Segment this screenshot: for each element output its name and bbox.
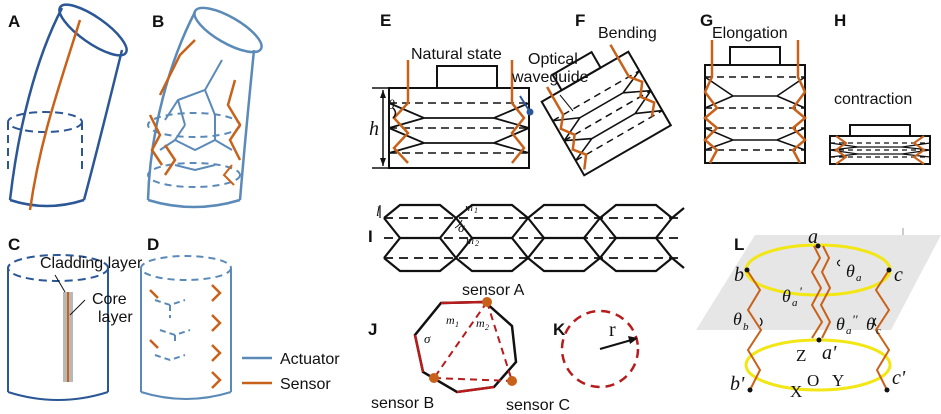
panel-k-diagram <box>560 309 640 389</box>
symbol-l: l <box>376 205 380 220</box>
panel-label-e: E <box>380 11 391 30</box>
symbol-theta-a-prime-sub: a <box>792 297 798 309</box>
panel-label-h: H <box>834 11 846 30</box>
symbol-point-b-prime: b' <box>730 373 745 395</box>
legend-actuator-label: Actuator <box>280 351 340 368</box>
panel-g-diagram <box>703 40 807 164</box>
origin-label: O <box>807 371 819 390</box>
label-elongation: Elongation <box>712 25 788 42</box>
panel-f-diagram <box>540 44 673 177</box>
panel-label-g: G <box>700 11 713 30</box>
panel-d-diagram <box>140 255 232 400</box>
symbol-theta-a-dprime-mark: '' <box>852 312 858 327</box>
axis-y-label: Y <box>832 371 844 390</box>
symbol-m1-j: m <box>446 313 455 327</box>
symbol-m2-i-sub: 2 <box>475 239 479 248</box>
panel-a-diagram <box>7 3 128 211</box>
label-core: Core <box>92 291 127 308</box>
symbol-sigma-i: σ <box>458 220 465 235</box>
label-sensor-c: sensor C <box>506 397 570 414</box>
panel-i-diagram <box>379 203 685 273</box>
symbol-theta-a-dprime: θ <box>836 314 845 334</box>
panel-label-a: A <box>8 12 20 31</box>
symbol-theta-a-prime-mark: ' <box>799 284 802 299</box>
symbol-point-a-prime: a' <box>822 342 837 364</box>
label-sensor-a: sensor A <box>462 282 525 299</box>
symbol-point-c: c <box>894 264 903 286</box>
axis-z-label: Z <box>796 346 806 365</box>
label-bending: Bending <box>598 25 657 42</box>
symbol-theta-a: θ <box>846 261 855 281</box>
label-waveguide: waveguide <box>511 69 589 86</box>
label-natural-state: Natural state <box>411 46 502 63</box>
symbol-m2-j: m <box>476 316 485 330</box>
symbol-m1-j-sub: 1 <box>455 320 459 329</box>
panel-j-diagram <box>413 297 518 394</box>
symbol-m1-i: m <box>465 202 473 214</box>
panel-label-l: L <box>734 235 744 254</box>
panel-label-k: K <box>553 320 566 339</box>
symbol-theta-a-sub: a <box>856 272 862 284</box>
symbol-point-a: a <box>808 226 818 248</box>
label-cladding-layer: Cladding layer <box>40 255 143 272</box>
symbol-m1-i-sub: 1 <box>474 206 478 215</box>
sensor-a-dot <box>482 297 492 307</box>
symbol-r: r <box>609 319 616 341</box>
label-core-layer: layer <box>98 309 133 326</box>
symbol-h: h <box>369 118 379 140</box>
panel-h-diagram <box>829 124 931 165</box>
panel-b-diagram <box>146 6 263 209</box>
symbol-m2-j-sub: 2 <box>485 323 489 332</box>
label-sensor-b: sensor B <box>371 395 434 412</box>
panel-label-b: B <box>152 12 164 31</box>
panel-c-diagram <box>7 254 109 401</box>
panel-e-diagram <box>372 60 534 169</box>
symbol-theta-c: θ <box>866 314 875 334</box>
panel-label-f: F <box>575 11 585 30</box>
axis-x-label: X <box>790 382 802 401</box>
panel-l-diagram <box>696 228 941 393</box>
symbol-theta-a-prime: θ <box>782 286 791 306</box>
symbol-m2-i: m <box>466 235 474 247</box>
symbol-point-c-prime: c' <box>892 367 906 389</box>
sensor-c-dot <box>507 376 517 386</box>
legend: Actuator Sensor <box>242 351 340 393</box>
panel-label-i: I <box>368 227 373 246</box>
symbol-sigma-j: σ <box>424 331 431 346</box>
panel-label-d: D <box>147 235 159 254</box>
label-contraction: contraction <box>834 91 912 108</box>
symbol-theta-c-sub: c <box>876 325 881 337</box>
legend-sensor-label: Sensor <box>280 376 331 393</box>
panel-label-j: J <box>368 320 377 339</box>
label-optical: Optical <box>528 51 578 68</box>
panel-label-c: C <box>8 235 20 254</box>
sensor-b-dot <box>429 373 439 383</box>
symbol-theta-b: θ <box>733 309 742 329</box>
symbol-theta-e: θ <box>388 98 395 113</box>
symbol-theta-b-sub: b <box>743 321 749 333</box>
symbol-theta-a-dprime-sub: a <box>846 325 852 337</box>
symbol-point-b: b <box>734 264 744 286</box>
